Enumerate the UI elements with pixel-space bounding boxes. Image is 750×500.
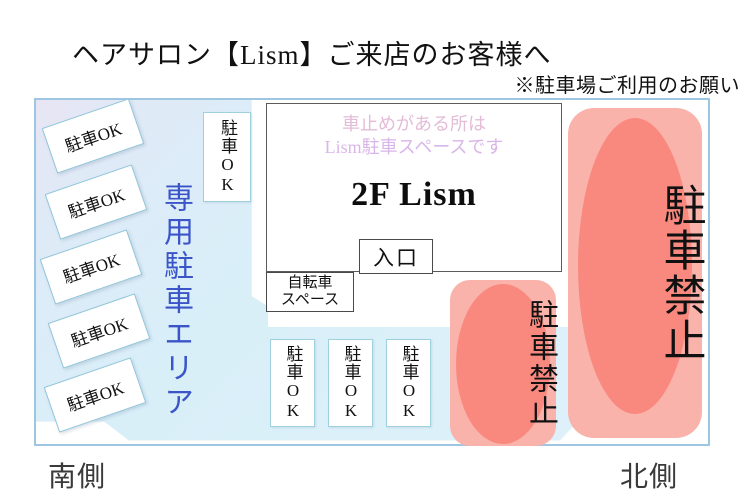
side-label-south: 南側 <box>48 461 107 492</box>
no-parking-zone: 駐車禁止 <box>568 108 704 438</box>
no-parking-label: 駐車禁止 <box>524 299 557 427</box>
page-title: ヘアサロン【Lism】ご来店のお客様へ <box>72 40 552 70</box>
building-name: 2F Lism <box>351 176 477 213</box>
page-subtitle: ※駐車場ご利用のお願い <box>514 75 740 97</box>
no-parking-ellipse <box>578 118 692 414</box>
parking-slot-label: 駐車OK <box>218 119 237 195</box>
building-note-line-2: Lism駐車スペースです <box>324 137 504 158</box>
parking-slot-ok: 駐車OK <box>270 339 315 427</box>
exclusive-parking-area-label: 専用駐車エリア <box>159 182 192 420</box>
parking-slot-label: 駐車OK <box>399 345 419 421</box>
parking-slot-ok: 駐車OK <box>328 339 373 427</box>
bicycle-space-line-2: スペース <box>280 292 340 308</box>
building-note-line-1: 車止めがある所は <box>342 114 486 134</box>
no-parking-label: 駐車禁止 <box>657 183 704 363</box>
parking-slot-ok: 駐車OK <box>203 112 251 202</box>
parking-slot-label: 駐車OK <box>283 345 303 421</box>
entrance-box: 入口 <box>359 239 433 274</box>
no-parking-zone: 駐車禁止 <box>450 280 557 446</box>
parking-slot-ok: 駐車OK <box>386 339 431 427</box>
bicycle-space-box: 自転車 スペース <box>266 272 354 312</box>
parking-slot-label: 駐車OK <box>341 345 361 421</box>
side-label-north: 北側 <box>620 461 679 492</box>
bicycle-space-line-1: 自転車 <box>287 275 333 292</box>
building-note: 車止めがある所は Lism駐車スペースです <box>267 113 561 159</box>
no-parking-ellipse <box>456 284 550 444</box>
